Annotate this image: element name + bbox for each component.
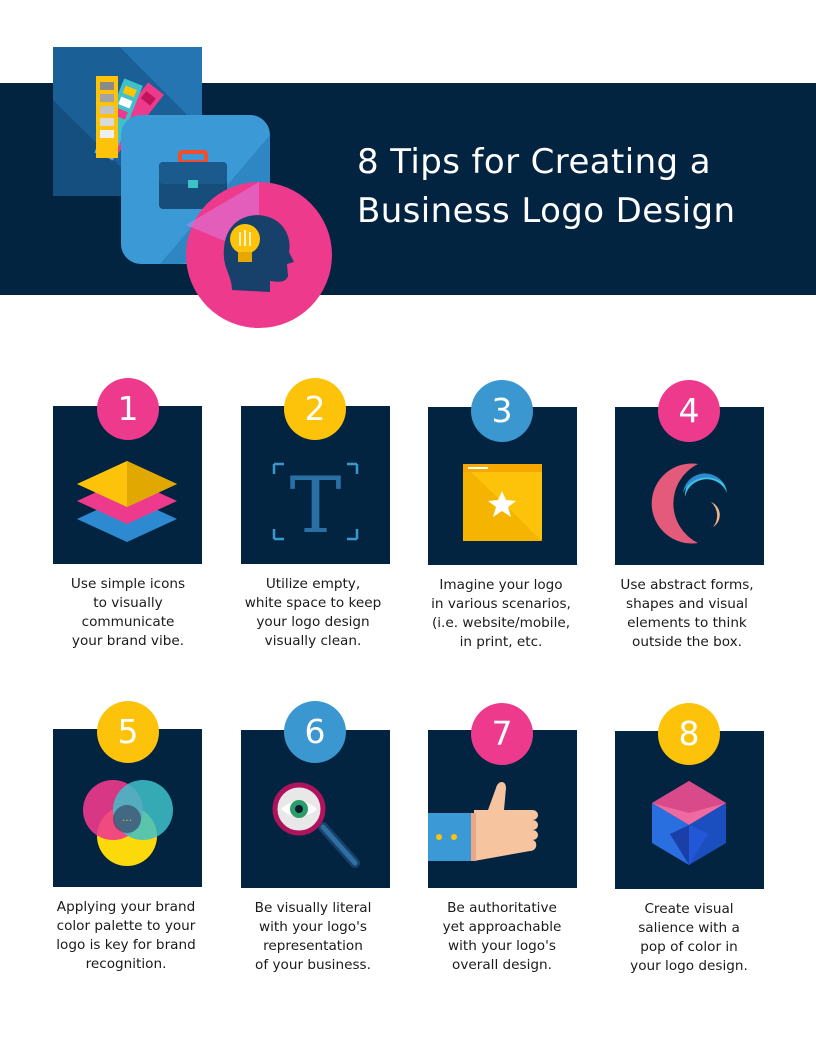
tip-number-badge: 3 <box>471 380 533 442</box>
caption-line: (i.e. website/mobile, <box>431 615 571 631</box>
caption-line: salience with a <box>638 920 740 936</box>
tip-number-badge: 1 <box>97 378 159 440</box>
tip-caption-6: Be visually literal with your logo's rep… <box>228 899 398 975</box>
caption-line: with your logo's <box>448 938 556 954</box>
tip-number-badge: 6 <box>284 701 346 763</box>
caption-line: your brand vibe. <box>71 633 185 649</box>
caption-line: Use simple icons <box>70 576 186 592</box>
cube-icon <box>652 781 726 865</box>
tip-number-badge: 4 <box>658 380 720 442</box>
caption-line: yet approachable <box>442 919 562 935</box>
svg-text:…: … <box>122 813 132 824</box>
magnifier-eye-icon <box>272 782 360 868</box>
tip-caption-1: Use simple icons to visually communicate… <box>43 575 213 651</box>
tip-caption-2: Utilize empty, white space to keep your … <box>228 575 398 651</box>
caption-line: visually clean. <box>264 633 362 649</box>
title-line-1: 8 Tips for Creating a <box>357 142 711 182</box>
abstract-crescents-icon <box>651 463 727 544</box>
tip-caption-7: Be authoritative yet approachable with y… <box>417 899 587 975</box>
hero-illustration <box>53 47 332 328</box>
caption-line: to visually <box>93 595 163 611</box>
caption-line: representation <box>263 938 363 954</box>
layers-icon <box>77 461 177 542</box>
caption-line: logo is key for brand <box>56 937 196 953</box>
caption-line: Be visually literal <box>254 900 372 916</box>
venn-circles-icon: … <box>83 780 173 866</box>
tip-caption-4: Use abstract forms, shapes and visual el… <box>602 576 772 652</box>
tip-caption-8: Create visual salience with a pop of col… <box>604 900 774 976</box>
caption-line: white space to keep <box>244 595 382 611</box>
caption-line: communicate <box>81 614 175 630</box>
caption-line: with your logo's <box>259 919 367 935</box>
page-title: 8 Tips for Creating a Business Logo Desi… <box>357 138 797 236</box>
caption-line: Be authoritative <box>447 900 557 916</box>
tip-caption-3: Imagine your logo in various scenarios, … <box>416 576 586 652</box>
thumbs-up-icon <box>428 782 538 861</box>
tip-number-badge: 2 <box>284 378 346 440</box>
caption-line: elements to think <box>627 615 747 631</box>
caption-line: Applying your brand <box>56 899 196 915</box>
caption-line: Use abstract forms, <box>620 577 754 593</box>
svg-text:T: T <box>289 461 341 551</box>
caption-line: your logo design. <box>630 958 748 974</box>
caption-line: of your business. <box>255 957 371 973</box>
tip-number-badge: 7 <box>471 703 533 765</box>
tip-caption-5: Applying your brand color palette to you… <box>41 898 211 974</box>
caption-line: overall design. <box>452 957 552 973</box>
caption-line: in various scenarios, <box>431 596 571 612</box>
caption-line: Imagine your logo <box>439 577 563 593</box>
caption-line: Create visual <box>644 901 734 917</box>
title-line-2: Business Logo Design <box>357 191 736 231</box>
caption-line: in print, etc. <box>459 634 543 650</box>
letter-t-icon: T <box>272 461 359 551</box>
caption-line: shapes and visual <box>626 596 748 612</box>
tip-number-badge: 8 <box>658 703 720 765</box>
caption-line: Utilize empty, <box>265 576 361 592</box>
head-lightbulb-icon <box>186 182 332 328</box>
tip-number-badge: 5 <box>97 701 159 763</box>
caption-line: outside the box. <box>632 634 742 650</box>
caption-line: pop of color in <box>640 939 738 955</box>
caption-line: your logo design <box>256 614 370 630</box>
browser-star-icon <box>463 464 542 541</box>
caption-line: recognition. <box>85 956 167 972</box>
caption-line: color palette to your <box>56 918 196 934</box>
